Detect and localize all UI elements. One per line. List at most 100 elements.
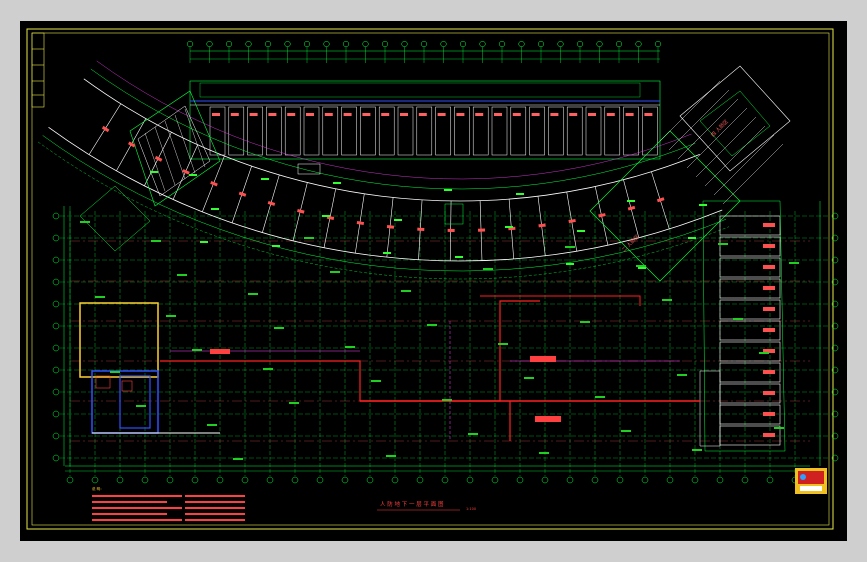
dimension-text-mark xyxy=(248,293,258,295)
axis-bubble xyxy=(459,40,467,48)
axis-bubble xyxy=(245,40,252,48)
dimension-text-mark xyxy=(718,243,728,245)
dimension-text-mark xyxy=(580,321,590,323)
dimension-text-mark xyxy=(577,230,585,232)
axis-bubble xyxy=(216,476,224,484)
dimension-text-mark xyxy=(595,396,605,398)
dimension-text-mark xyxy=(394,219,402,221)
dimension-text-mark xyxy=(383,252,391,254)
axis-bubble xyxy=(831,278,839,286)
room-tag xyxy=(475,113,484,116)
room-tag xyxy=(763,391,775,395)
axis-bubble xyxy=(831,234,839,242)
dimension-text-mark xyxy=(263,368,273,370)
axis-bubble xyxy=(66,476,74,484)
dimension-text-mark xyxy=(192,349,202,351)
axis-bubble xyxy=(557,40,564,48)
room-tag xyxy=(644,113,653,116)
axis-bubble xyxy=(566,476,574,484)
axis-bubble xyxy=(303,40,311,48)
room-tag xyxy=(763,433,775,437)
curved-dimension-line xyxy=(42,135,727,272)
room-tag xyxy=(306,113,314,116)
axis-bubble xyxy=(541,476,549,484)
dimension-text-mark xyxy=(498,343,508,345)
dimension-text-mark xyxy=(177,274,187,276)
north-room-cell xyxy=(548,106,564,156)
structure-layer xyxy=(37,60,791,452)
axis-bubble xyxy=(52,256,60,264)
axis-bubble xyxy=(381,40,389,48)
axis-bubble xyxy=(831,454,839,462)
east-diagonal-wall xyxy=(659,80,721,142)
room-tag xyxy=(494,113,502,116)
east-room xyxy=(719,236,781,257)
note-line xyxy=(185,495,245,497)
room-tag xyxy=(381,113,390,116)
note-line xyxy=(92,501,167,503)
drawing-sheet: 人 防 地 下 一 层 平 面 图 1:100 四 人防区 二 人防区 说 明： xyxy=(20,21,847,541)
axis-bubble xyxy=(654,40,662,48)
note-line xyxy=(185,519,245,521)
dimension-text-mark xyxy=(524,377,534,379)
room-tag xyxy=(456,113,465,116)
axis-bubble xyxy=(591,476,599,484)
sheet-outer-border xyxy=(26,28,834,530)
axis-bubble xyxy=(716,476,724,484)
axis-bubble xyxy=(466,476,474,484)
room-tag xyxy=(763,307,775,311)
north-room-cell xyxy=(604,106,621,156)
east-wing-outline xyxy=(702,200,786,452)
room-tag xyxy=(550,113,559,116)
room-tag xyxy=(249,113,258,116)
dimension-text-mark xyxy=(789,262,799,264)
courtyard-shaft xyxy=(444,203,464,225)
note-line xyxy=(185,501,245,503)
axis-bubble xyxy=(52,300,60,308)
east-room xyxy=(719,215,781,236)
dimension-text-mark xyxy=(274,327,284,329)
axis-bubble xyxy=(831,300,839,308)
north-room-cell xyxy=(491,106,508,156)
axis-bubble xyxy=(166,476,174,484)
room-tag xyxy=(763,286,775,290)
west-blue-room xyxy=(119,375,151,429)
north-room-cell xyxy=(266,106,282,156)
north-room-cell xyxy=(284,106,301,156)
dimension-text-mark xyxy=(692,449,702,451)
room-tag xyxy=(418,113,427,116)
dimension-text-mark xyxy=(688,237,696,239)
axis-bubble xyxy=(52,234,60,242)
floor-plan-drawing: 人 防 地 下 一 层 平 面 图 1:100 四 人防区 二 人防区 说 明： xyxy=(26,28,839,530)
north-wing-outline xyxy=(189,80,661,160)
axis-bubble xyxy=(420,40,428,48)
axis-bubble xyxy=(691,476,699,484)
axis-bubble xyxy=(291,476,299,484)
west-room-wall xyxy=(154,126,176,186)
pipe-branch xyxy=(480,295,641,306)
east-room xyxy=(719,278,781,299)
dimension-text-mark xyxy=(150,171,158,173)
north-room-cell xyxy=(585,106,602,156)
dimension-text-mark xyxy=(566,263,574,265)
curved-inner-wall xyxy=(83,78,700,202)
dimension-text-mark xyxy=(333,182,341,184)
room-tag xyxy=(343,113,352,116)
room-tag xyxy=(763,328,775,332)
courtyard-stair xyxy=(297,163,321,175)
dimension-text-mark xyxy=(427,324,437,326)
axis-bubble xyxy=(323,40,330,48)
dimension-text-mark xyxy=(638,267,646,269)
axis-bubble xyxy=(576,40,584,48)
dimension-text-mark xyxy=(468,433,478,435)
dimension-text-mark xyxy=(345,346,355,348)
axis-bubble xyxy=(831,388,839,396)
dimension-text-mark xyxy=(207,424,217,426)
east-stair xyxy=(699,370,721,447)
room-tag xyxy=(417,227,425,232)
north-room-cell xyxy=(322,106,339,156)
east-tower-outline xyxy=(679,65,791,172)
dimension-text-mark xyxy=(699,204,707,206)
west-room-wall xyxy=(184,108,206,168)
axis-bubble xyxy=(831,410,839,418)
